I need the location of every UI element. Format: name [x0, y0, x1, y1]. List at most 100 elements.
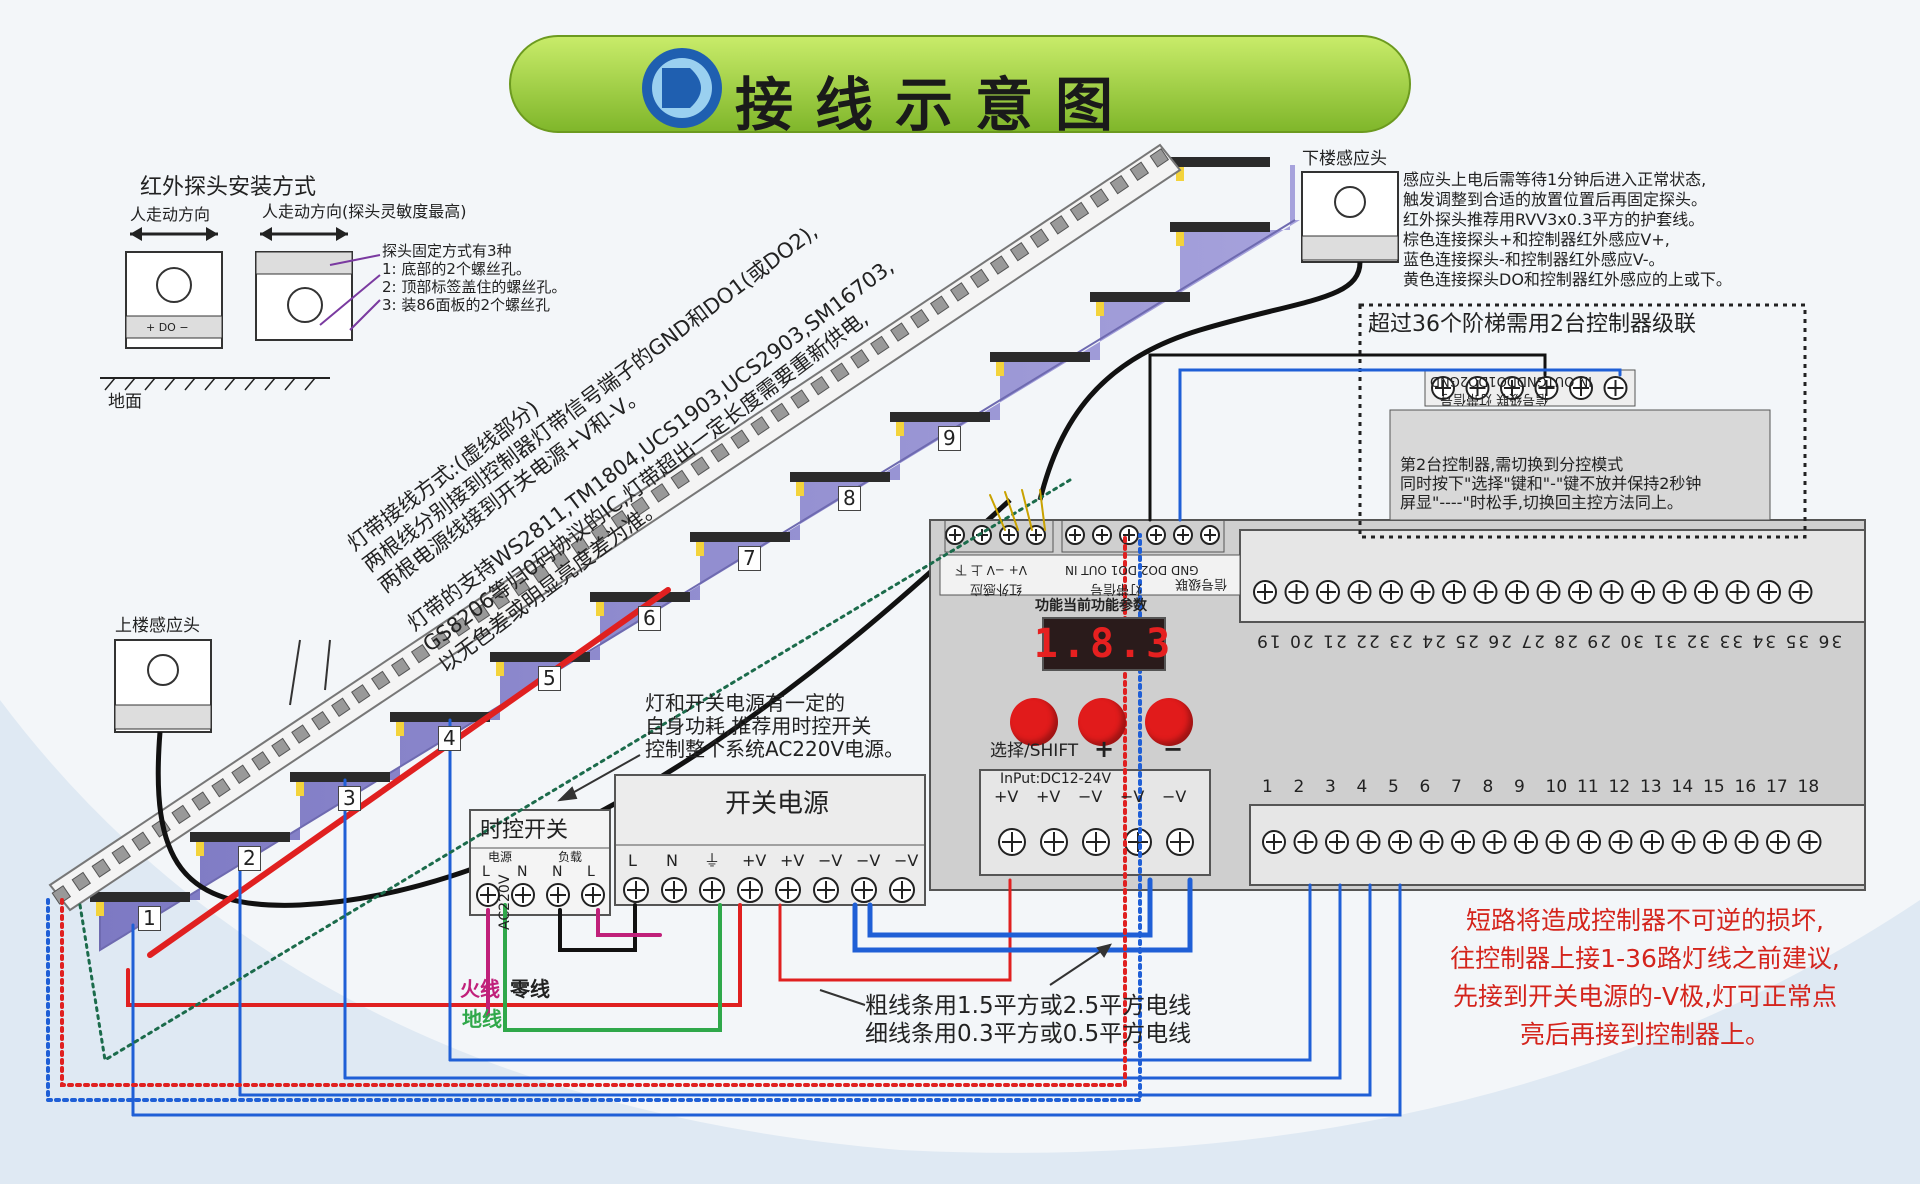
terminal-screw	[1119, 525, 1139, 545]
terminal-screw	[1026, 525, 1046, 545]
wiring	[46, 353, 1622, 1117]
led-cell	[730, 429, 750, 449]
fixing-line: 探头固定方式有3种	[382, 242, 512, 260]
stair-tread	[690, 532, 790, 542]
terminal-screw	[1703, 830, 1727, 854]
led-cell	[850, 349, 870, 369]
fixing-line: 3: 装86面板的2个螺丝孔	[382, 296, 550, 314]
cascade-note-line: 屏显"----"时松手,切换回主控方法同上。	[1400, 493, 1683, 512]
cascade-title: 超过36个阶梯需用2台控制器级联	[1368, 312, 1696, 337]
terminal-screw	[1473, 580, 1498, 604]
led-cell	[191, 791, 211, 811]
sensor-note-line: 蓝色连接探头-和控制器红外感应V-。	[1403, 250, 1665, 269]
power-note-line: 自身功耗,推荐用时控开关	[645, 714, 872, 738]
terminal-screw	[661, 877, 687, 903]
terminal-screw	[775, 877, 801, 903]
wire-spec-arrows	[289, 639, 1112, 1006]
step-light	[996, 362, 1004, 376]
signal-terminal-labels: GND DO2 DO1 OUT IN	[1065, 562, 1199, 577]
neutral-wire-label: 零线	[510, 977, 550, 1001]
step-number: 6	[638, 606, 661, 631]
sensor-front-view	[125, 227, 223, 349]
terminal-screw	[511, 883, 535, 907]
step-light	[96, 902, 104, 916]
fixing-line: 2: 顶部标签盖住的螺丝孔。	[382, 278, 567, 296]
upper-sensor-label: 下楼感应头	[1302, 149, 1387, 169]
cascade-group-label: 信号级联	[1175, 575, 1228, 591]
sensor-notes: 感应头上电后需等待1分钟后进入正常状态, 触发调整到合适的放置位置后再固定探头。…	[1403, 170, 1873, 290]
terminal-screw	[1577, 830, 1601, 854]
led-cell	[490, 590, 511, 610]
ground-line	[100, 377, 330, 391]
terminal-screw	[1410, 580, 1435, 604]
upper-sensor	[1301, 171, 1399, 263]
warning-line: 亮后再接到控制器上。	[1519, 1020, 1770, 1049]
stair-tread	[290, 772, 390, 782]
led-display: 1.8.3	[1034, 617, 1170, 671]
cascade-terminal-labels: IN OUTGNDDO1DO2GND	[1430, 372, 1593, 388]
warning-line: 往控制器上接1-36路灯线之前建议,	[1450, 944, 1840, 973]
led-cell	[231, 764, 251, 784]
cascade-note-line: 第2台控制器,需切换到分控模式	[1400, 455, 1624, 474]
terminal-label: L	[587, 864, 595, 880]
sensor-note-line: 棕色连接探头+和控制器红外感应V+,	[1403, 230, 1670, 249]
led-cell	[211, 777, 231, 798]
led-cell	[550, 550, 571, 570]
stair-tread	[590, 592, 690, 602]
terminal-screw	[1316, 580, 1340, 604]
terminal-screw	[737, 877, 763, 903]
timer-title: 时控开关	[480, 818, 569, 843]
terminal-label: 10	[1545, 777, 1568, 797]
stair-tread	[1090, 292, 1190, 302]
led-cell	[690, 456, 710, 476]
terminal-label: +V	[994, 787, 1019, 806]
step-number: 5	[538, 666, 561, 691]
led-cell	[790, 389, 810, 409]
cascade-note: 第2台控制器,需切换到分控模式 同时按下"选择"键和"-"键不放并保持2秒钟 屏…	[1400, 455, 1800, 512]
led-cell	[131, 831, 151, 851]
led-cell	[830, 362, 850, 382]
plus-button[interactable]	[1078, 698, 1126, 746]
terminal-screw	[1451, 830, 1475, 854]
lower-sensor	[114, 639, 212, 733]
sensor-board-label: + DO −	[146, 321, 189, 334]
terminal-screw	[1797, 830, 1822, 854]
terminal-screw	[851, 877, 877, 903]
stair-tread	[1170, 222, 1270, 232]
terminal-screw	[999, 525, 1019, 545]
cascade-note-line: 同时按下"选择"键和"-"键不放并保持2秒钟	[1400, 474, 1702, 493]
terminal-screw	[1568, 580, 1592, 604]
led-cell	[271, 737, 291, 758]
minus-button[interactable]	[1145, 698, 1193, 746]
lower-sensor-label: 上楼感应头	[115, 616, 200, 636]
step-light	[1096, 302, 1104, 316]
led-cell	[650, 483, 670, 503]
terminal-label: +V	[780, 851, 805, 870]
sensor-note-line: 黄色连接探头DO和控制器红外感应的上或下。	[1403, 270, 1732, 289]
terminal-screw	[1200, 525, 1220, 545]
warning-line: 先接到开关电源的-V极,灯可正常点	[1452, 982, 1838, 1011]
terminal-screw	[945, 525, 965, 545]
channel-numbers-top: 36 35 34 33 32 31 30 29 28 27 26 25 24 2…	[1255, 630, 1843, 651]
terminal-label: 18	[1797, 777, 1820, 797]
terminal-screw	[546, 883, 570, 907]
timer-load-label: 负载	[558, 850, 583, 864]
terminal-screw	[1734, 830, 1759, 854]
title-banner	[509, 35, 1411, 133]
select-shift-button[interactable]	[1010, 698, 1058, 746]
step-number: 1	[138, 906, 161, 931]
terminal-label: 1	[1262, 777, 1273, 797]
terminal-label: −V	[818, 851, 843, 870]
cascade-terminal-groups: 信号级联 灯带信号	[1440, 390, 1549, 406]
stair-tread	[1170, 157, 1270, 167]
terminal-screw	[476, 883, 500, 907]
led-strip-cells	[51, 148, 1170, 905]
stair-tread	[890, 412, 990, 422]
led-cell	[530, 563, 551, 583]
led-cell	[890, 322, 910, 342]
fixing-line: 1: 底部的2个螺丝孔。	[382, 260, 531, 278]
step-light	[696, 542, 704, 556]
led-cell	[91, 858, 111, 878]
